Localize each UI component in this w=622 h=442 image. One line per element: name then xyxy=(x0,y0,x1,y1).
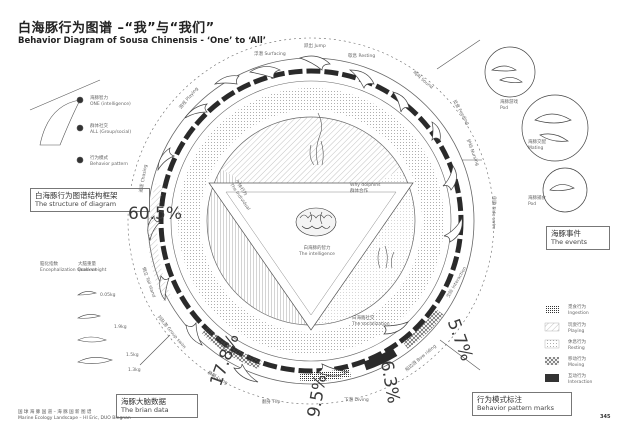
moving-swatch xyxy=(545,357,559,365)
title-english: Behavior Diagram of Sousa Chinensis - ‘O… xyxy=(18,36,267,46)
ring-label-flip: 翻身 Flip xyxy=(262,400,281,405)
pattern-box: 行为模式标注 Behavior pattern marks xyxy=(472,392,572,416)
dolphin-icon xyxy=(233,363,259,383)
resting-swatch xyxy=(544,339,560,349)
interaction-swatch xyxy=(545,374,559,382)
dolphin-icon xyxy=(249,66,281,79)
weight-2: 1.9kg xyxy=(114,325,127,330)
inner-triangle xyxy=(207,117,415,331)
ring-label-surfacing: 浮潜 Surfacing xyxy=(254,52,286,57)
dolphin-icon xyxy=(431,121,441,142)
dolphin-icon xyxy=(442,165,457,191)
legend-glyph xyxy=(39,96,84,164)
brain-illustration xyxy=(295,207,337,237)
dolphin-icon xyxy=(348,69,375,89)
dolphin-icon xyxy=(443,216,463,243)
dolphin-icon xyxy=(184,103,208,119)
weight-4: 1.3kg xyxy=(128,368,141,373)
ring-label-side-swim: 侧游 Side swim xyxy=(490,196,496,230)
events-box: 海豚事件 The events xyxy=(546,226,610,250)
dolphin-icon xyxy=(383,321,409,335)
brain-data-icons xyxy=(77,291,113,364)
weight-1: 0.05kg xyxy=(100,293,116,298)
structure-box: 白海豚行为图谱结构框架 The structure of diagram xyxy=(30,188,150,212)
events-illustrations xyxy=(484,46,589,213)
ring-label-resting: 歇息 Resting xyxy=(348,54,376,59)
playing-swatch xyxy=(544,322,560,332)
percentage-60: 60.5% xyxy=(128,204,183,224)
dotted-band xyxy=(178,88,444,354)
weight-3: 1.5kg xyxy=(126,353,139,358)
dolphin-icon xyxy=(157,147,176,172)
dolphin-icon xyxy=(185,321,203,346)
kelp-illustration xyxy=(309,112,395,269)
dolphin-icon xyxy=(392,91,410,113)
ring-label-diving: 下潜 Diving xyxy=(344,398,369,403)
connector-lines xyxy=(29,39,482,371)
footer: 国 球 海 豚 国 道 – 海 豚 国 新 图 谱 Marine Ecology… xyxy=(18,410,131,421)
dolphin-icon xyxy=(213,75,240,85)
page-number: 345 xyxy=(600,414,611,420)
ingestion-swatch xyxy=(545,305,559,313)
title-chinese: 白海豚行为图谱 –“我”与“我们” xyxy=(18,21,215,36)
dolphin-icon xyxy=(298,55,331,71)
brain-data-box: 海豚大脑数据 The brian data xyxy=(116,394,198,418)
percentage-arcs xyxy=(148,183,444,382)
ring-label-jump: 跃出 Jump xyxy=(304,44,326,49)
pattern-mark-swatches xyxy=(544,305,560,382)
